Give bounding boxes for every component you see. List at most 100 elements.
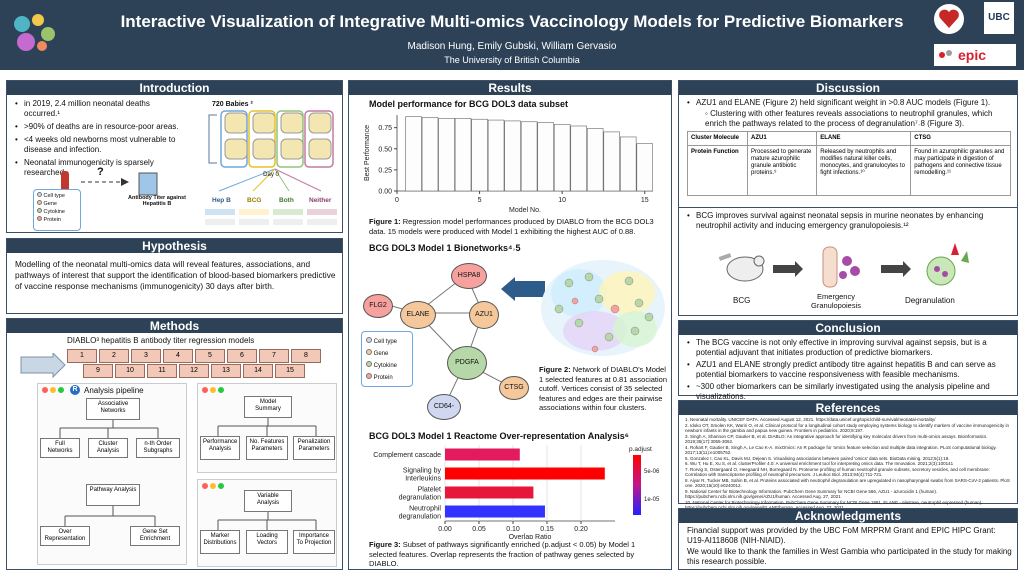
table-cell: Processed to generate mature azurophilic… [746, 145, 818, 196]
discussion-panel: Discussion AZU1 and ELANE (Figure 2) hel… [678, 80, 1018, 316]
x-tick-label: 0.20 [574, 526, 588, 533]
window-close-icon [42, 387, 48, 393]
nth-order-subgraphs-box: n-th Order Subgraphs [136, 438, 180, 458]
y-tick-label: 0.00 [378, 189, 392, 196]
bar [504, 120, 521, 192]
bar [520, 121, 538, 192]
node-azu1: AZU1 [469, 301, 499, 329]
model-summary-box: Model Summary [244, 396, 292, 418]
bar [471, 118, 488, 192]
baby-icon [308, 138, 332, 160]
reference-item: 7. Rorvig S, Ostergaard O, Heegaard NH, … [685, 466, 990, 478]
reference-item: 3. Singh A, Shannon CP, Gautier B, et al… [685, 433, 988, 445]
reference-item: 4. Rohart F, Gautier B, Singh A, Le Cao … [685, 444, 997, 456]
arrow-icon [20, 353, 66, 379]
bar [454, 118, 472, 192]
reference-item: 8. Aiyar R, Tucker MB, Sahin B, et al. P… [685, 477, 1010, 489]
model-number-cell: 1 [67, 349, 97, 363]
reference-item: 6. Wu T, Hu E, Xu S, et al. clusterProfi… [685, 461, 954, 466]
neutrophil-icon [926, 243, 969, 286]
colorbar-tick: 5e-06 [644, 469, 660, 475]
fig3-caption: Figure 3: Subset of pathways significant… [369, 540, 636, 568]
heart-logo [934, 4, 964, 34]
x-tick-label: 0 [395, 197, 399, 204]
model-number-cell: 10 [115, 364, 145, 378]
baby-icon [308, 112, 332, 134]
node-elane: ELANE [400, 301, 436, 329]
blood-tube-icon [61, 171, 69, 193]
colorbar-title: p.adjust [629, 446, 652, 453]
x-tick-label: 15 [641, 197, 649, 204]
no-features-box: No. Features Parameters [246, 436, 288, 460]
window-maximize-icon [218, 387, 224, 393]
x-tick-label: 10 [558, 197, 566, 204]
node-cd64: CD64- [427, 394, 461, 420]
cluster-analysis-box: Cluster Analysis [88, 438, 128, 458]
category-label: Interleukins [405, 476, 441, 483]
fig2-caption: Figure 2: Network of DIABLO's Model 1 se… [539, 365, 667, 412]
model-number-cell: 12 [179, 364, 209, 378]
reference-item: 5. Gonzalez I, Cao KL, Davis MJ, Dejean … [685, 455, 950, 461]
category-label: degranulation [399, 495, 442, 502]
legend-gene: Gene [366, 348, 397, 360]
diablo-label: DIABLO³ hepatitis B antibody titer regre… [67, 336, 255, 345]
legend-protein: Protein [366, 372, 397, 384]
process-label-degranulation: Degranulation [905, 296, 955, 305]
window-minimize-icon [50, 387, 56, 393]
baby-icon [224, 112, 248, 134]
x-tick-label: 0.15 [540, 526, 554, 533]
gene-set-enrichment-box: Gene Set Enrichment [130, 526, 180, 546]
y-tick-label: 0.75 [378, 125, 392, 132]
table-row-label: Protein Function [687, 145, 748, 196]
baby-icon [252, 112, 276, 134]
ubc-logo: UBC [984, 2, 1014, 34]
table-header: CTSG [910, 131, 1011, 146]
intro-bullet: >90% of deaths are in resource-poor area… [15, 122, 185, 132]
acknowledgments-panel: Acknowledgments Financial support was pr… [678, 508, 1018, 570]
introduction-panel: Introduction in 2019, 2.4 million neonat… [6, 80, 343, 233]
introduction-bullets: in 2019, 2.4 million neonatal deaths occ… [15, 99, 185, 181]
y-tick-label: 0.50 [378, 146, 392, 153]
blood-to-titer-diagram [61, 171, 158, 196]
bar [487, 119, 505, 192]
y-axis-label: Best Performance [364, 125, 371, 181]
x-axis-label: Overlap Ratio [509, 534, 552, 539]
fig1-caption: Figure 1: Regression model performances … [369, 217, 654, 236]
pathway-analysis-box: Pathway Analysis [86, 484, 140, 506]
omics-legend: Cell type Gene Cytokine Protein [33, 189, 81, 231]
results-heading: Results [349, 81, 671, 95]
reference-item: 2. Idoko OT, Smolen KK, Wariri O, et al.… [685, 422, 1009, 434]
bar [445, 448, 520, 461]
x-tick-label: 5 [478, 197, 482, 204]
table-cell: Released by neutrophils and modifies nat… [816, 145, 912, 196]
group-bcg: BCG [247, 197, 262, 204]
model-number-cell: 13 [211, 364, 241, 378]
divider [679, 207, 1017, 208]
window-minimize-icon [210, 387, 216, 393]
performance-analysis-box: Performance Analysis [200, 436, 240, 460]
window-maximize-icon [58, 387, 64, 393]
intro-bullet: <4 weeks old newborns most vulnerable to… [15, 135, 185, 155]
variable-analysis-box: Variable Analysis [244, 490, 292, 512]
acknowledgments-funding: Financial support was provided by the UB… [687, 526, 996, 545]
variable-analysis-window: Variable Analysis Marker Distributions L… [197, 479, 337, 567]
model-number-cell: 3 [131, 349, 161, 363]
discussion-bullet: AZU1 and ELANE (Figure 2) held significa… [687, 98, 1013, 108]
results-panel: Results Model performance for BCG DOL3 d… [348, 80, 672, 570]
baby-icon [280, 112, 304, 134]
question-mark: ? [97, 166, 104, 178]
reference-item: 9. National Center for Biotechnology Inf… [685, 488, 938, 500]
header-banner: Interactive Visualization of Integrative… [0, 0, 1024, 70]
x-tick-label: 0.00 [438, 526, 452, 533]
group-both: Both [279, 197, 294, 204]
hypothesis-text: Modelling of the neonatal multi-omics da… [15, 259, 336, 291]
model-number-cell: 4 [163, 349, 193, 363]
methods-panel: Methods DIABLO³ hepatitis B antibody tit… [6, 318, 343, 570]
titer-tube-icon [138, 172, 158, 196]
baby-icon [224, 138, 248, 160]
bar [445, 505, 545, 518]
antibody-titer-label: Antibody Titer against Hepatitis B [128, 195, 186, 207]
window-minimize-icon [210, 483, 216, 489]
full-networks-box: Full Networks [40, 438, 80, 458]
